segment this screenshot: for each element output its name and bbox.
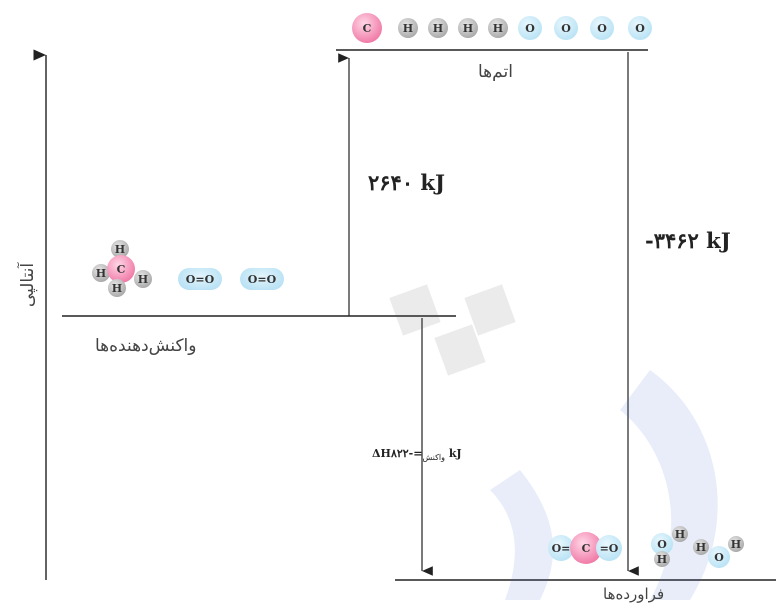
- oxygen-atom: O: [628, 16, 652, 40]
- hydrogen-atom: H: [108, 279, 126, 297]
- carbon-atom: C: [107, 255, 135, 283]
- products-label: فراورده‌ها: [603, 585, 665, 603]
- oxygen-atom: =O: [596, 535, 622, 561]
- hydrogen-atom: H: [693, 539, 709, 555]
- carbon-atom: C: [352, 13, 382, 43]
- oxygen-atom: O=: [548, 535, 574, 561]
- hydrogen-atom: H: [458, 18, 478, 38]
- hydrogen-atom: H: [92, 264, 110, 282]
- atomization-energy: ۲۶۴۰ kJ: [368, 170, 445, 195]
- hydrogen-atom: H: [488, 18, 508, 38]
- hydrogen-atom: H: [428, 18, 448, 38]
- enthalpy-axis-label: آنتالپی: [18, 262, 38, 308]
- atoms-label: اتم‌ها: [478, 62, 513, 82]
- watermark: [389, 284, 718, 600]
- oxygen-atom: O: [518, 16, 542, 40]
- hydrogen-atom: H: [728, 536, 744, 552]
- oxygen-atom: O: [554, 16, 578, 40]
- hydrogen-atom: H: [134, 270, 152, 288]
- hydrogen-atom: H: [398, 18, 418, 38]
- oxygen-molecule: O=O: [240, 268, 284, 290]
- oxygen-atom: O: [708, 546, 730, 568]
- hydrogen-atom: H: [111, 240, 129, 258]
- oxygen-atom: O: [590, 16, 614, 40]
- hydrogen-atom: H: [672, 526, 688, 542]
- formation-energy: -۳۴۶۲ kJ: [645, 228, 731, 253]
- hydrogen-atom: H: [654, 551, 670, 567]
- oxygen-molecule: O=O: [178, 268, 222, 290]
- reactants-label: واکنش‌دهنده‌ها: [95, 336, 197, 356]
- oxygen-atom: O: [651, 533, 673, 555]
